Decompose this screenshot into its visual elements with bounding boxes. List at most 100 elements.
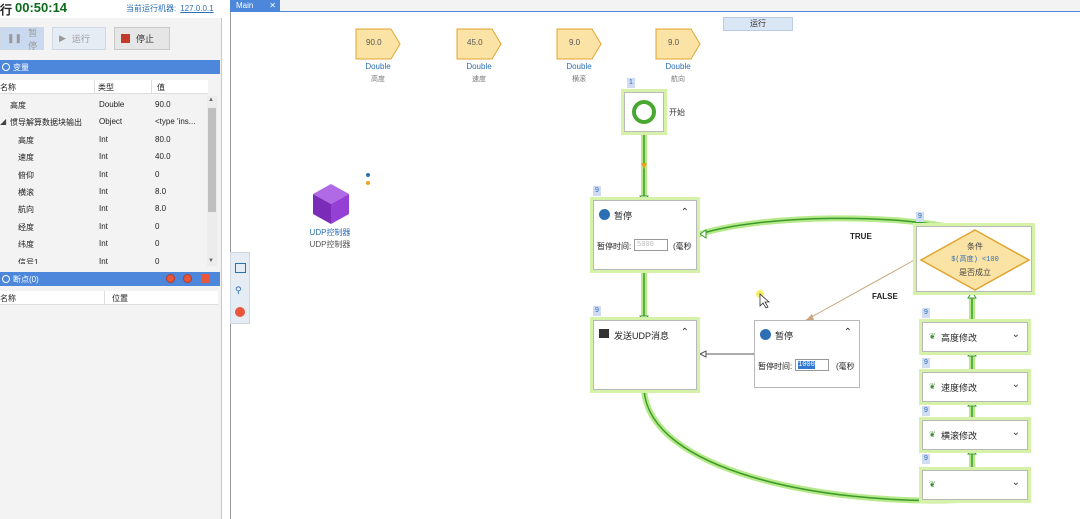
scroll-up-icon[interactable]: ▲: [208, 97, 214, 103]
collapse-chevron-icon[interactable]: ⌃: [843, 327, 852, 338]
node-title: 暂停: [614, 211, 633, 221]
speed-modify-node[interactable]: ❦ 速度修改 ⌄: [922, 372, 1028, 402]
udp-controller-component[interactable]: UDP控制器 UDP控制器: [305, 183, 355, 251]
table-row[interactable]: 纬度 Int 0: [0, 235, 206, 252]
column-name[interactable]: 名称: [0, 83, 16, 92]
pause-time-input[interactable]: 5000: [634, 239, 668, 251]
cell-type: Int: [99, 134, 108, 144]
message-icon: [599, 329, 609, 338]
clear-breakpoints-icon[interactable]: [201, 274, 210, 283]
send-udp-node[interactable]: 发送UDP消息 ⌃: [593, 320, 697, 390]
node-badge: 9: [922, 406, 930, 416]
collapse-icon[interactable]: [2, 63, 10, 71]
diamond-shape-icon: [919, 229, 1031, 291]
column-divider: [151, 80, 152, 94]
pause-node-1[interactable]: 暂停 ⌃ 暂停时间: 5000 (毫秒: [593, 200, 697, 270]
cell-name: 纬度: [18, 240, 34, 250]
machine-ip-link[interactable]: 127.0.0.1: [180, 4, 214, 13]
column-name[interactable]: 名称: [0, 294, 16, 303]
pause-time-input[interactable]: 1000: [795, 359, 829, 371]
leaf-icon: ❦: [929, 332, 936, 341]
column-location[interactable]: 位置: [112, 294, 128, 303]
pause-time-label: 暂停时间:: [758, 362, 793, 371]
tree-icon[interactable]: ⚲: [235, 285, 242, 295]
leaf-icon: ❦: [929, 382, 936, 391]
left-panel: 行 00:50:14 当前运行机器:127.0.0.1 ❚❚ 暂停 ▶ 运行 停…: [0, 0, 222, 519]
variable-type: Double: [466, 62, 492, 71]
variable-name: 航向: [671, 76, 685, 83]
column-type[interactable]: 类型: [98, 83, 114, 92]
expand-chevron-icon[interactable]: ⌄: [1011, 329, 1020, 340]
collapse-icon[interactable]: [2, 275, 10, 283]
modify-node-4[interactable]: ❦ ⌄: [922, 470, 1028, 500]
height-modify-node[interactable]: ❦ 高度修改 ⌄: [922, 322, 1028, 352]
variable-name: 高度: [371, 76, 385, 83]
cell-value: 40.0: [155, 152, 171, 162]
breakpoint-icon[interactable]: [235, 307, 245, 317]
cell-value: 0: [155, 169, 160, 179]
canvas-side-toolbar: ⚲: [230, 252, 250, 324]
cell-value: 0: [155, 239, 160, 249]
stop-button[interactable]: 停止: [114, 27, 170, 50]
cell-name: 高度: [10, 101, 26, 110]
cell-type: Double: [99, 100, 125, 109]
port-dot: [366, 173, 370, 177]
node-badge: 9: [916, 212, 924, 222]
cell-type: Int: [99, 239, 108, 249]
cell-type: Int: [99, 256, 108, 264]
column-value[interactable]: 值: [157, 83, 165, 92]
variable-value: 9.0: [569, 38, 581, 47]
run-button[interactable]: ▶ 运行: [52, 27, 106, 50]
disable-breakpoint-icon[interactable]: [183, 274, 192, 283]
breakpoints-column-header: 名称 位置: [0, 291, 218, 305]
true-edge-label: TRUE: [850, 232, 872, 241]
breakpoints-panel-header[interactable]: 断点(0): [0, 272, 220, 286]
pause-node-2[interactable]: 暂停 ⌃ 暂停时间: 1000 (毫秒: [754, 320, 860, 388]
cell-type: Int: [99, 187, 108, 196]
roll-modify-node[interactable]: ❦ 横滚修改 ⌄: [922, 420, 1028, 450]
expand-chevron-icon[interactable]: ⌄: [1011, 477, 1020, 488]
expand-chevron-icon[interactable]: ⌄: [1011, 379, 1020, 390]
cell-name: 经度: [18, 222, 34, 232]
scroll-down-icon[interactable]: ▼: [208, 258, 214, 264]
tab-main[interactable]: Main ✕: [230, 0, 280, 12]
collapse-chevron-icon[interactable]: ⌃: [680, 207, 689, 218]
variables-panel-header[interactable]: 变量: [0, 60, 220, 74]
cell-name: 高度: [18, 135, 34, 145]
layout-icon[interactable]: [235, 263, 246, 273]
delete-breakpoint-icon[interactable]: [166, 274, 175, 283]
machine-label: 当前运行机器:127.0.0.1: [126, 3, 214, 14]
tag-shape-icon: [655, 28, 701, 60]
pause-button[interactable]: ❚❚ 暂停: [0, 27, 44, 51]
variables-scroll-thumb[interactable]: [208, 108, 216, 212]
run-status-label: 行: [0, 3, 13, 17]
collapse-chevron-icon[interactable]: ⌃: [680, 327, 689, 338]
expand-chevron-icon[interactable]: ⌄: [1011, 427, 1020, 438]
breakpoints-panel-title: 断点(0): [13, 274, 39, 284]
start-icon: [632, 100, 656, 124]
udp-controller-subtitle: UDP控制器: [309, 240, 351, 249]
start-node[interactable]: [624, 92, 664, 132]
node-badge: 9: [593, 186, 601, 196]
column-divider: [94, 80, 95, 94]
condition-node[interactable]: 条件 $(高度) <100 是否成立: [916, 226, 1032, 292]
play-icon: ▶: [59, 33, 66, 43]
node-title: 暂停: [775, 331, 794, 341]
close-icon[interactable]: ✕: [269, 1, 276, 10]
leaf-icon: ❦: [929, 430, 936, 439]
cell-type: Int: [99, 169, 108, 179]
modify-node-label: 速度修改: [941, 383, 978, 393]
tag-shape-icon: [456, 28, 502, 60]
node-badge: 9: [922, 308, 930, 318]
modify-node-label: 高度修改: [941, 333, 978, 343]
